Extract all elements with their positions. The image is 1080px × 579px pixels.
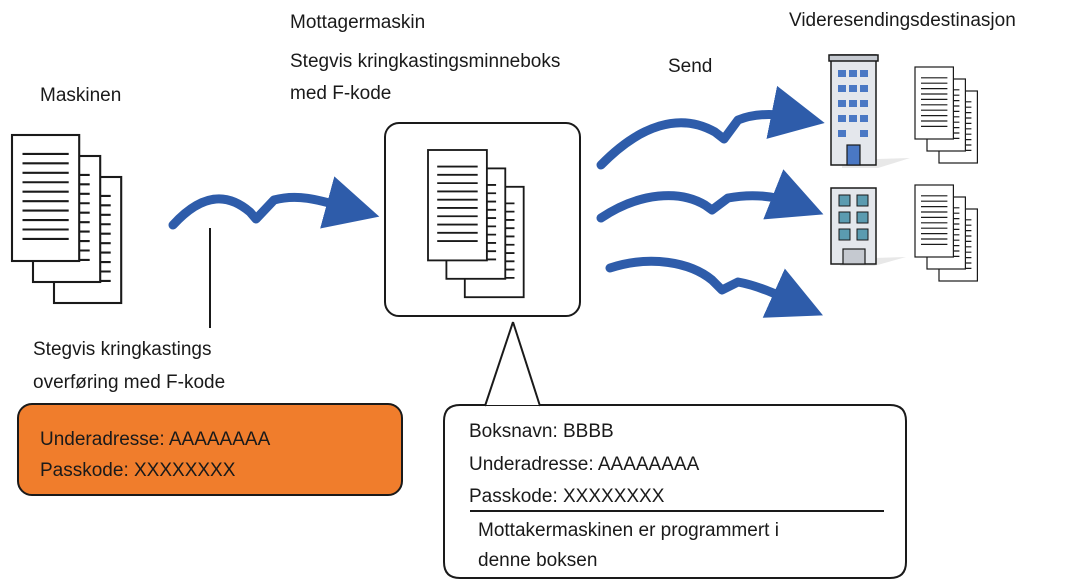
destination-document-stack-icon-2 (915, 185, 977, 281)
transfer-arrow (168, 176, 380, 230)
forward-arrow-2 (596, 169, 824, 223)
forward-arrow-1 (596, 85, 825, 170)
transfer-label-line1: Stegvis kringkastings (33, 339, 211, 360)
destinations-label: Videresendingsdestinasjon (789, 10, 1016, 31)
transfer-passcode: Passkode: XXXXXXXX (40, 460, 236, 481)
destination-document-stack-icon-1 (915, 67, 977, 163)
transfer-sub-address: Underadresse: AAAAAAAA (40, 429, 271, 450)
source-document-stack-icon (12, 135, 121, 303)
box-passcode: Passkode: XXXXXXXX (469, 486, 665, 507)
office-building-icon (828, 54, 910, 168)
box-sub-address: Underadresse: AAAAAAAA (469, 454, 700, 475)
transfer-label-line2: overføring med F-kode (33, 372, 225, 393)
receiving-machine-label-line3: med F-kode (290, 83, 391, 104)
box-note-line1: Mottakermaskinen er programmert i (478, 520, 779, 541)
forward-arrow-3 (605, 256, 823, 318)
box-note-line2: denne boksen (478, 550, 597, 571)
box-name: Boksnavn: BBBB (469, 421, 614, 442)
apartment-building-icon (830, 187, 906, 266)
transfer-info-box: Underadresse: AAAAAAAA Passkode: XXXXXXX… (17, 403, 403, 496)
receiving-machine-label-line1: Mottagermaskin (290, 12, 425, 33)
send-label: Send (668, 56, 712, 77)
receiving-machine-label-line2: Stegvis kringkastingsminneboks (290, 51, 560, 72)
source-machine-label: Maskinen (40, 85, 121, 106)
box-info-callout: Boksnavn: BBBB Underadresse: AAAAAAAA Pa… (443, 321, 907, 579)
